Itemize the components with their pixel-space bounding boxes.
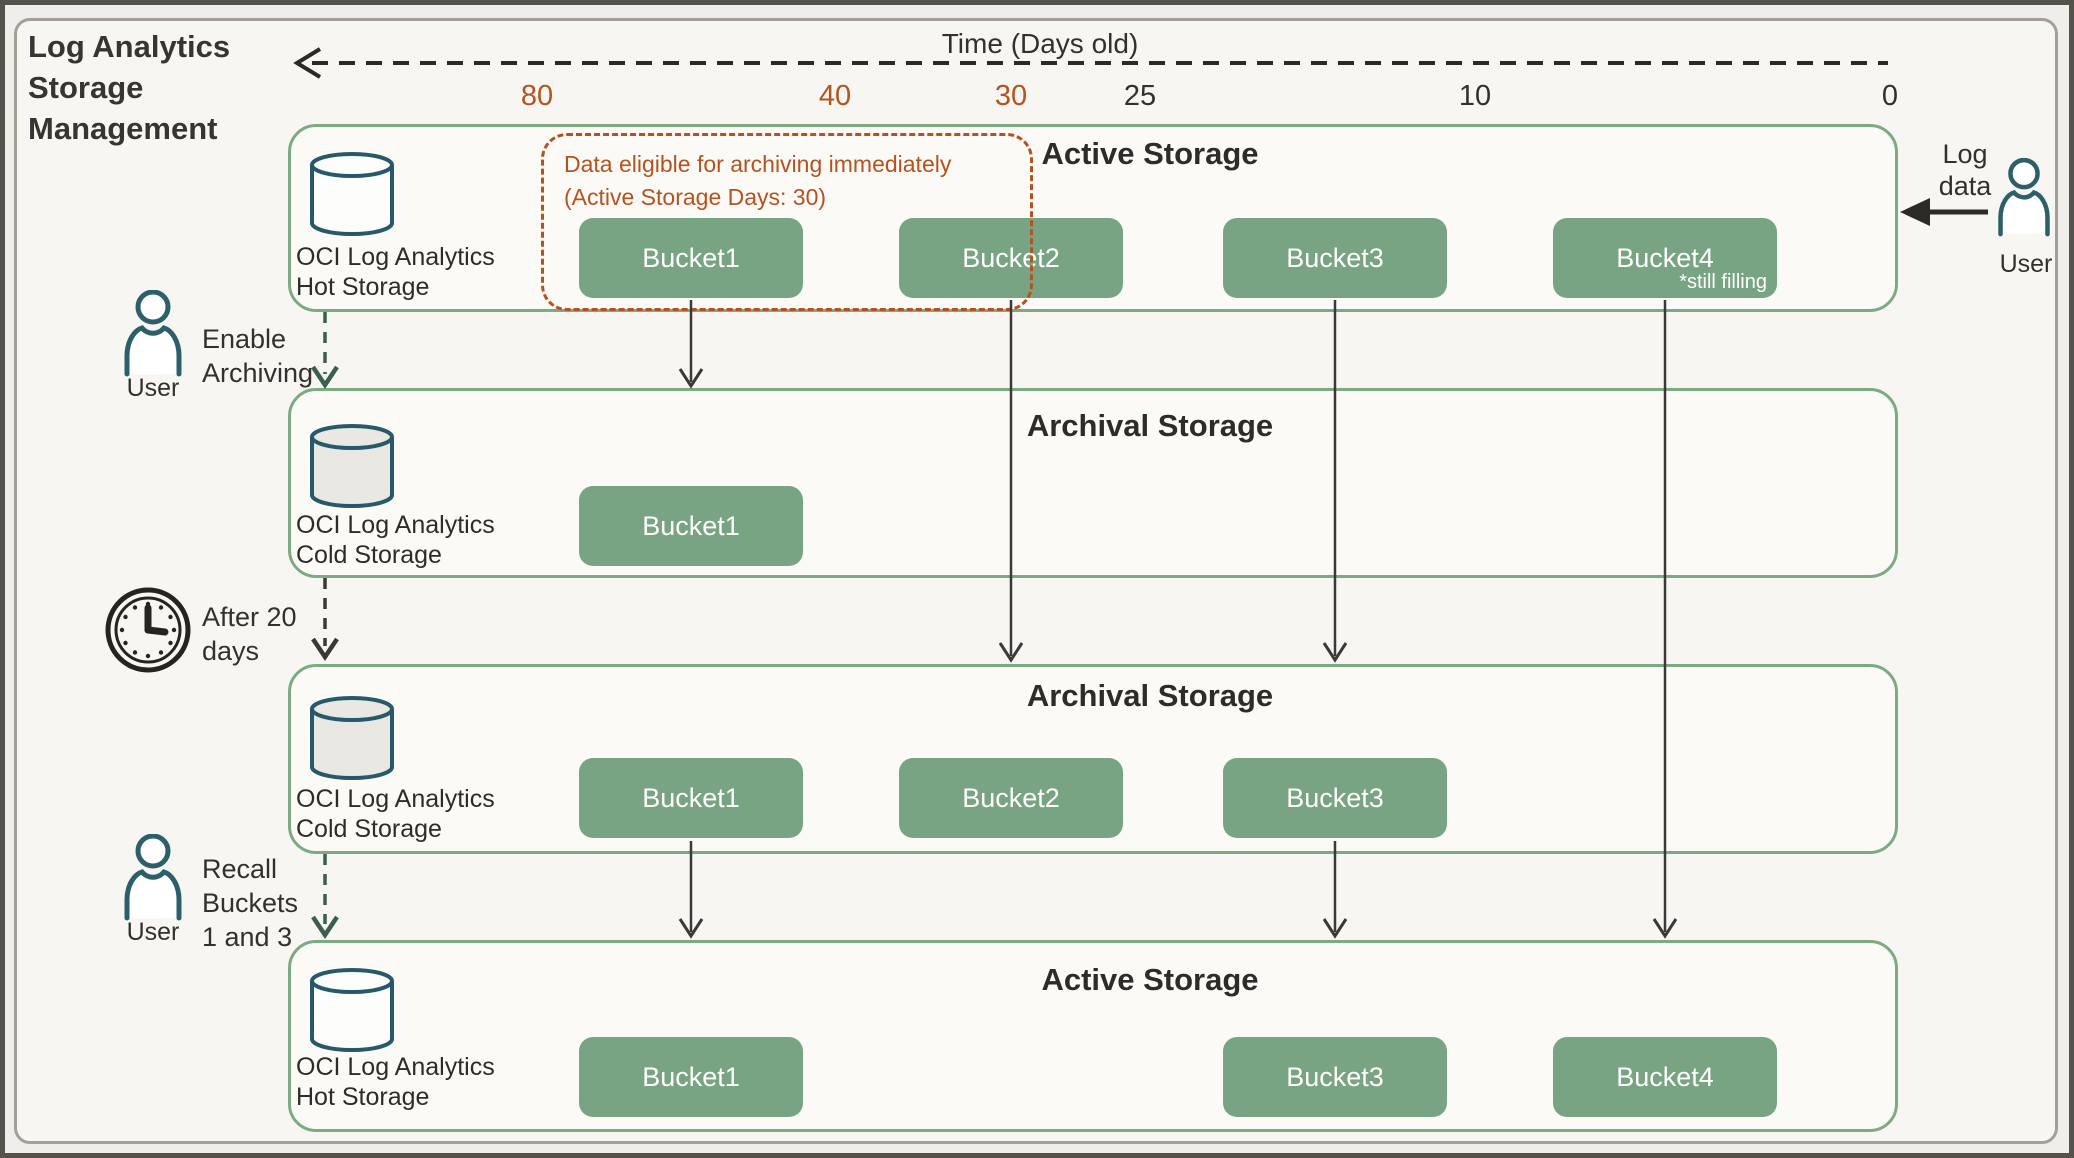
storage-label-hot-1: OCI Log Analytics Hot Storage (296, 243, 495, 301)
bucket-label: Bucket3 (1286, 782, 1384, 813)
tier3-bucket3: Bucket3 (1223, 758, 1447, 838)
tier1-bucket2: Bucket2 (899, 218, 1123, 298)
bucket-label: Bucket2 (962, 782, 1060, 813)
tier1-bucket3: Bucket3 (1223, 218, 1447, 298)
tier-title: Archival Storage (1026, 408, 1274, 443)
bucket-label: Bucket1 (642, 510, 740, 541)
tier1-bucket4: Bucket4 *still filling (1553, 218, 1777, 298)
cold-storage-cylinder-icon (310, 696, 394, 780)
enable-archiving-text: Enable Archiving (202, 324, 314, 388)
user-label: User (126, 374, 180, 402)
storage-label-hot-2: OCI Log Analytics Hot Storage (296, 1053, 495, 1111)
storage-label-cold-2: OCI Log Analytics Cold Storage (296, 785, 495, 843)
user-icon (124, 290, 182, 377)
after-20-days-text: After 20 days (202, 602, 297, 666)
user-icon (1998, 158, 2050, 237)
bucket-label: Bucket4 (1616, 242, 1714, 273)
bucket-label: Bucket3 (1286, 242, 1384, 273)
timeline-tick-40: 40 (818, 80, 852, 112)
log-data-text: Log data (1938, 139, 1992, 201)
hot-storage-cylinder-icon (310, 968, 394, 1052)
cold-storage-cylinder-icon (310, 424, 394, 508)
timeline-tick-10: 10 (1458, 80, 1492, 112)
user-icon (124, 834, 182, 921)
storage-label-cold-1: OCI Log Analytics Cold Storage (296, 511, 495, 569)
bucket-label: Bucket4 (1616, 1061, 1714, 1092)
clock-icon (105, 587, 191, 673)
note-line2: (Active Storage Days: 30) (564, 184, 827, 210)
tier3-bucket2: Bucket2 (899, 758, 1123, 838)
tier3-bucket1: Bucket1 (579, 758, 803, 838)
bucket-label: Bucket1 (642, 242, 740, 273)
tier2-bucket1: Bucket1 (579, 486, 803, 566)
tier4-bucket4: Bucket4 (1553, 1037, 1777, 1117)
tier-archival-storage-1 (288, 388, 1898, 578)
timeline-tick-25: 25 (1123, 80, 1157, 112)
note-line1: Data eligible for archiving immediately (564, 151, 952, 177)
bucket-label: Bucket3 (1286, 1061, 1384, 1092)
tier-title: Archival Storage (1026, 678, 1274, 713)
tier1-bucket1: Bucket1 (579, 218, 803, 298)
bucket-label: Bucket1 (642, 1061, 740, 1092)
tier4-bucket1: Bucket1 (579, 1037, 803, 1117)
user-label: User (126, 918, 180, 946)
page-title: Log Analytics Storage Management (28, 29, 231, 146)
tier4-bucket3: Bucket3 (1223, 1037, 1447, 1117)
tier-title: Active Storage (1041, 136, 1259, 171)
bucket-label: Bucket2 (962, 242, 1060, 273)
timeline-tick-0: 0 (1881, 80, 1899, 112)
tier-title: Active Storage (1041, 962, 1259, 997)
timeline-label: Time (Days old) (941, 28, 1139, 59)
hot-storage-cylinder-icon (310, 152, 394, 236)
bucket-label: Bucket1 (642, 782, 740, 813)
user-label: User (1999, 250, 2053, 278)
recall-buckets-text: Recall Buckets 1 and 3 (202, 854, 299, 952)
bucket-still-filling-note: *still filling (1679, 271, 1767, 293)
timeline-tick-30: 30 (994, 80, 1028, 112)
timeline-tick-80: 80 (520, 80, 554, 112)
archiving-eligibility-note: Data eligible for archiving immediately … (541, 133, 1033, 311)
